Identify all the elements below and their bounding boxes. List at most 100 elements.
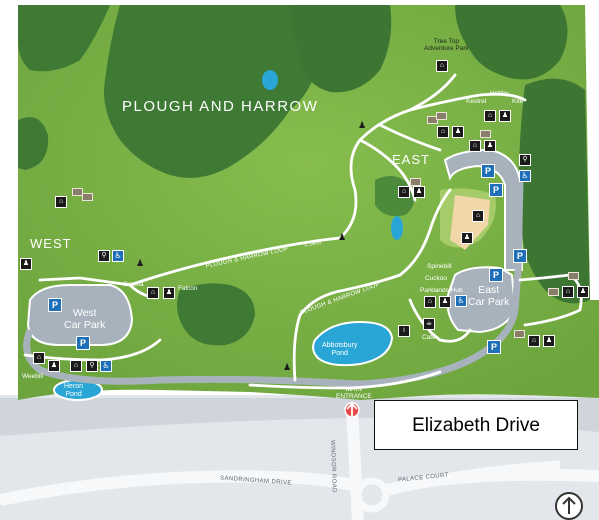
forest-lower <box>176 283 255 346</box>
tree-top-icon: ⌂ <box>436 60 448 72</box>
parking-icon: P <box>76 336 90 350</box>
shelter-icon: ⌂ <box>147 287 159 299</box>
forest-east <box>519 78 590 304</box>
walker-icon: ♟ <box>48 360 60 372</box>
top-pond <box>262 70 278 90</box>
bbq-icon <box>410 178 421 186</box>
information-icon: i <box>398 325 410 337</box>
path-east-6 <box>408 298 472 343</box>
path-east-4 <box>378 123 442 152</box>
picnic-falcon-label: Falcon <box>178 285 198 292</box>
shelter-icon: ⌂ <box>528 335 540 347</box>
region-label-east: EAST <box>392 152 430 167</box>
walker-icon: ♟ <box>484 140 496 152</box>
path-east-3 <box>358 138 417 202</box>
picnic-spinebill-label: Spinebill <box>427 263 452 270</box>
toilets-icon: ⚲ <box>519 154 531 166</box>
bbq-icon <box>568 272 579 280</box>
palace-court-road <box>384 460 561 495</box>
main-entrance-label: MAIN ENTRANCE <box>336 386 372 400</box>
tree-top-adventure-park-label: Tree Top Adventure Park <box>424 38 469 52</box>
small-pond <box>391 216 403 240</box>
walker-icon: ♟ <box>358 120 367 130</box>
walker-icon: ♟ <box>577 286 589 298</box>
east-car-park <box>446 266 517 334</box>
path-entrance <box>248 370 442 390</box>
north-arrow-glyph <box>562 496 576 514</box>
walker-icon: ♟ <box>543 335 555 347</box>
region-label-plough-harrow: PLOUGH AND HARROW <box>122 98 319 115</box>
roundabout <box>354 477 390 513</box>
parking-icon: P <box>489 183 503 197</box>
abbotsbury-pond-label: Abbotsbury Pond <box>322 342 358 357</box>
bbq-icon <box>436 112 447 120</box>
picnic-kestrel-label: Kestrel <box>466 98 487 105</box>
walker-icon: ♟ <box>413 186 425 198</box>
walker-icon: ♟ <box>338 232 347 242</box>
forest-left <box>18 117 49 170</box>
picnic-hobby-label: Hobby <box>490 90 509 97</box>
shelter-icon: ⌂ <box>562 286 574 298</box>
elizabeth-drive-callout: Elizabeth Drive <box>374 400 578 450</box>
picnic-corella-label: Corella <box>123 281 144 288</box>
bbq-icon <box>427 116 438 124</box>
bbq-icon <box>72 188 83 196</box>
cafe-label: Cafe <box>422 334 436 341</box>
shelter-icon: ⌂ <box>437 126 449 138</box>
east-car-park-label: East Car Park <box>468 284 510 308</box>
forest-plough-harrow <box>104 5 323 178</box>
shelter-icon: ⌂ <box>469 140 481 152</box>
bbq-icon <box>548 288 559 296</box>
heron-pond-label: Heron Pond <box>64 383 84 398</box>
walker-icon: ♟ <box>136 258 145 268</box>
shelter-icon: ⌂ <box>398 186 410 198</box>
picnic-cuckoo-label: Cuckoo <box>425 275 448 282</box>
parking-icon: P <box>481 164 495 178</box>
walker-icon: ♟ <box>461 232 473 244</box>
elizabeth-drive-label: Elizabeth Drive <box>412 415 540 436</box>
path-loop-lower <box>292 273 402 382</box>
walker-icon: ♟ <box>283 362 292 372</box>
picnic-kite-label: Kite <box>512 98 524 105</box>
picnic-weebill-label: Weebill <box>22 373 44 380</box>
parklands-hub-label: Parklands Hub <box>420 287 463 294</box>
parking-icon: P <box>487 340 501 354</box>
walker-icon: ♟ <box>499 110 511 122</box>
accessible-icon: ♿ <box>112 250 124 262</box>
shelter-icon: ⌂ <box>55 196 67 208</box>
access-road-east <box>511 179 524 311</box>
bbq-icon <box>82 193 93 201</box>
accessible-icon: ♿ <box>100 360 112 372</box>
walker-icon: ♟ <box>452 126 464 138</box>
parking-icon: P <box>489 268 503 282</box>
toilets-icon: ⚲ <box>86 360 98 372</box>
bbq-icon <box>514 330 525 338</box>
region-label-west: WEST <box>30 236 72 251</box>
parking-icon: P <box>48 298 62 312</box>
west-car-park-label: West Car Park <box>64 307 106 331</box>
park-access-road <box>23 309 519 388</box>
forest-north <box>290 5 392 93</box>
shelter-icon: ⌂ <box>33 352 45 364</box>
play-area <box>450 195 490 250</box>
path-west-1 <box>38 276 132 287</box>
accessible-icon: ♿ <box>519 170 531 182</box>
accessible-icon: ♿ <box>455 295 467 307</box>
parking-icon: P <box>513 249 527 263</box>
shelter-icon: ⌂ <box>484 110 496 122</box>
forest-west <box>18 5 110 72</box>
bbq-icon <box>480 130 491 138</box>
abbotsbury-pond <box>312 320 394 367</box>
main-entrance-arrow <box>344 402 360 418</box>
toilets-icon: ⚲ <box>98 250 110 262</box>
parklands-hub-icon: ⌂ <box>424 296 436 308</box>
forest-northeast <box>455 5 568 80</box>
walker-icon: ♟ <box>163 287 175 299</box>
path-east-2 <box>408 92 527 112</box>
shelter-icon: ⌂ <box>70 360 82 372</box>
walker-icon: ♟ <box>439 296 451 308</box>
shelter-icon: ⌂ <box>472 210 484 222</box>
cafe-icon: ☕ <box>423 318 435 330</box>
